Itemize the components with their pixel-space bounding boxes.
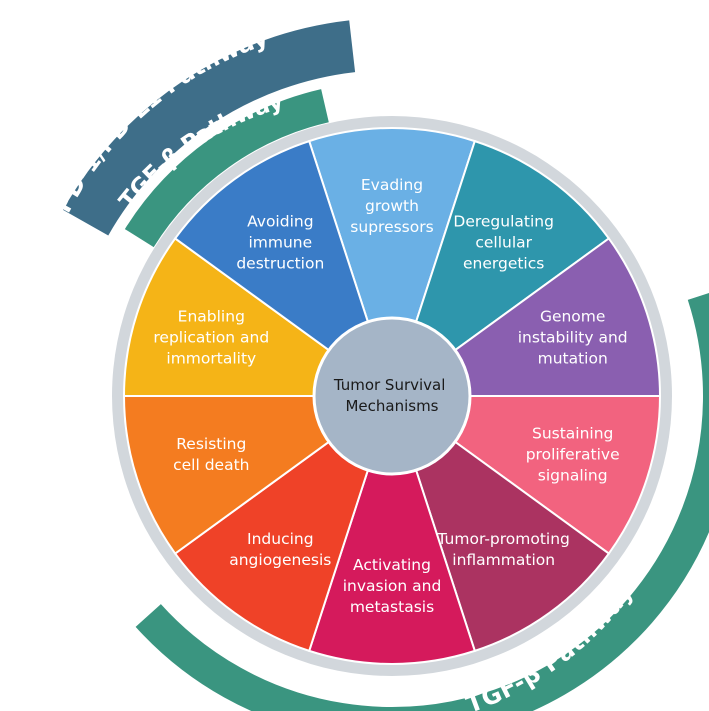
segment-label-line: Activating xyxy=(353,556,431,574)
segment-label-line: growth xyxy=(365,197,419,215)
center-label-line-1: Tumor Survival xyxy=(333,376,446,394)
segment-label-sustaining-proliferative-signaling: Sustaining proliferative signaling xyxy=(526,425,620,485)
segment-label-resisting-cell-death: Resisting cell death xyxy=(173,435,249,474)
segment-label-line: cell death xyxy=(173,456,249,474)
segment-label-inducing-angiogenesis: Inducing angiogenesis xyxy=(229,530,331,569)
segment-label-enabling-replication: Enabling replication and immortality xyxy=(153,307,269,367)
segment-label-avoiding-immune-destruction: Avoiding immune destruction xyxy=(236,212,324,272)
segment-label-line: metastasis xyxy=(350,598,434,616)
pathway-bands xyxy=(63,20,709,711)
segment-label-line: signaling xyxy=(538,467,608,485)
center-label: Tumor Survival Mechanisms xyxy=(333,376,450,415)
segment-deregulating-cellular-energetics xyxy=(390,139,611,399)
segment-label-line: inflammation xyxy=(452,551,555,569)
segment-avoiding-immune-destruction xyxy=(173,139,394,399)
segment-label-line: replication and xyxy=(153,328,269,346)
segment-label-line: Inducing xyxy=(247,530,314,548)
segment-tumor-promoting-inflammation xyxy=(390,393,611,653)
segment-label-line: proliferative xyxy=(526,446,620,464)
segment-label-line: cellular xyxy=(475,233,532,251)
segment-label-evading-growth-suppressors: Evading growth supressors xyxy=(350,176,433,236)
segment-label-line: Deregulating xyxy=(453,212,554,230)
segment-label-deregulating-cellular-energetics: Deregulating cellular energetics xyxy=(453,212,554,272)
tgf-band-bottom xyxy=(135,293,709,711)
segment-label-line: immortality xyxy=(166,349,256,367)
segment-label-line: supressors xyxy=(350,218,433,236)
center-label-line-2: Mechanisms xyxy=(345,397,438,415)
segment-label-line: Enabling xyxy=(178,307,245,325)
segment-label-tumor-promoting-inflammation: Tumor-promoting inflammation xyxy=(436,530,569,569)
pd1-band xyxy=(63,20,356,236)
center-disk xyxy=(312,316,472,476)
segment-label-line: immune xyxy=(248,233,312,251)
segment-labels: Evading growth supressors Deregulating cellu… xyxy=(153,176,627,616)
segment-label-line: Evading xyxy=(361,176,423,194)
segment-activating-invasion xyxy=(307,392,477,665)
segment-label-genome-instability: Genome instability and mutation xyxy=(518,307,628,367)
segment-label-line: Sustaining xyxy=(532,425,613,443)
segment-label-line: invasion and xyxy=(343,577,442,595)
segment-label-line: Genome xyxy=(540,307,606,325)
segment-label-line: angiogenesis xyxy=(229,551,331,569)
tgf-band-top xyxy=(124,89,329,248)
segment-label-line: mutation xyxy=(538,349,608,367)
segment-label-line: Avoiding xyxy=(247,212,313,230)
segment-label-line: Tumor-promoting xyxy=(436,530,569,548)
segment-label-line: destruction xyxy=(236,254,324,272)
segment-inducing-angiogenesis xyxy=(173,393,394,653)
segment-label-activating-invasion: Activating invasion and metastasis xyxy=(343,556,442,616)
segment-label-line: instability and xyxy=(518,328,628,346)
segment-label-line: energetics xyxy=(463,254,544,272)
segment-label-line: Resisting xyxy=(176,435,246,453)
segment-evading-growth-suppressors xyxy=(307,127,477,400)
